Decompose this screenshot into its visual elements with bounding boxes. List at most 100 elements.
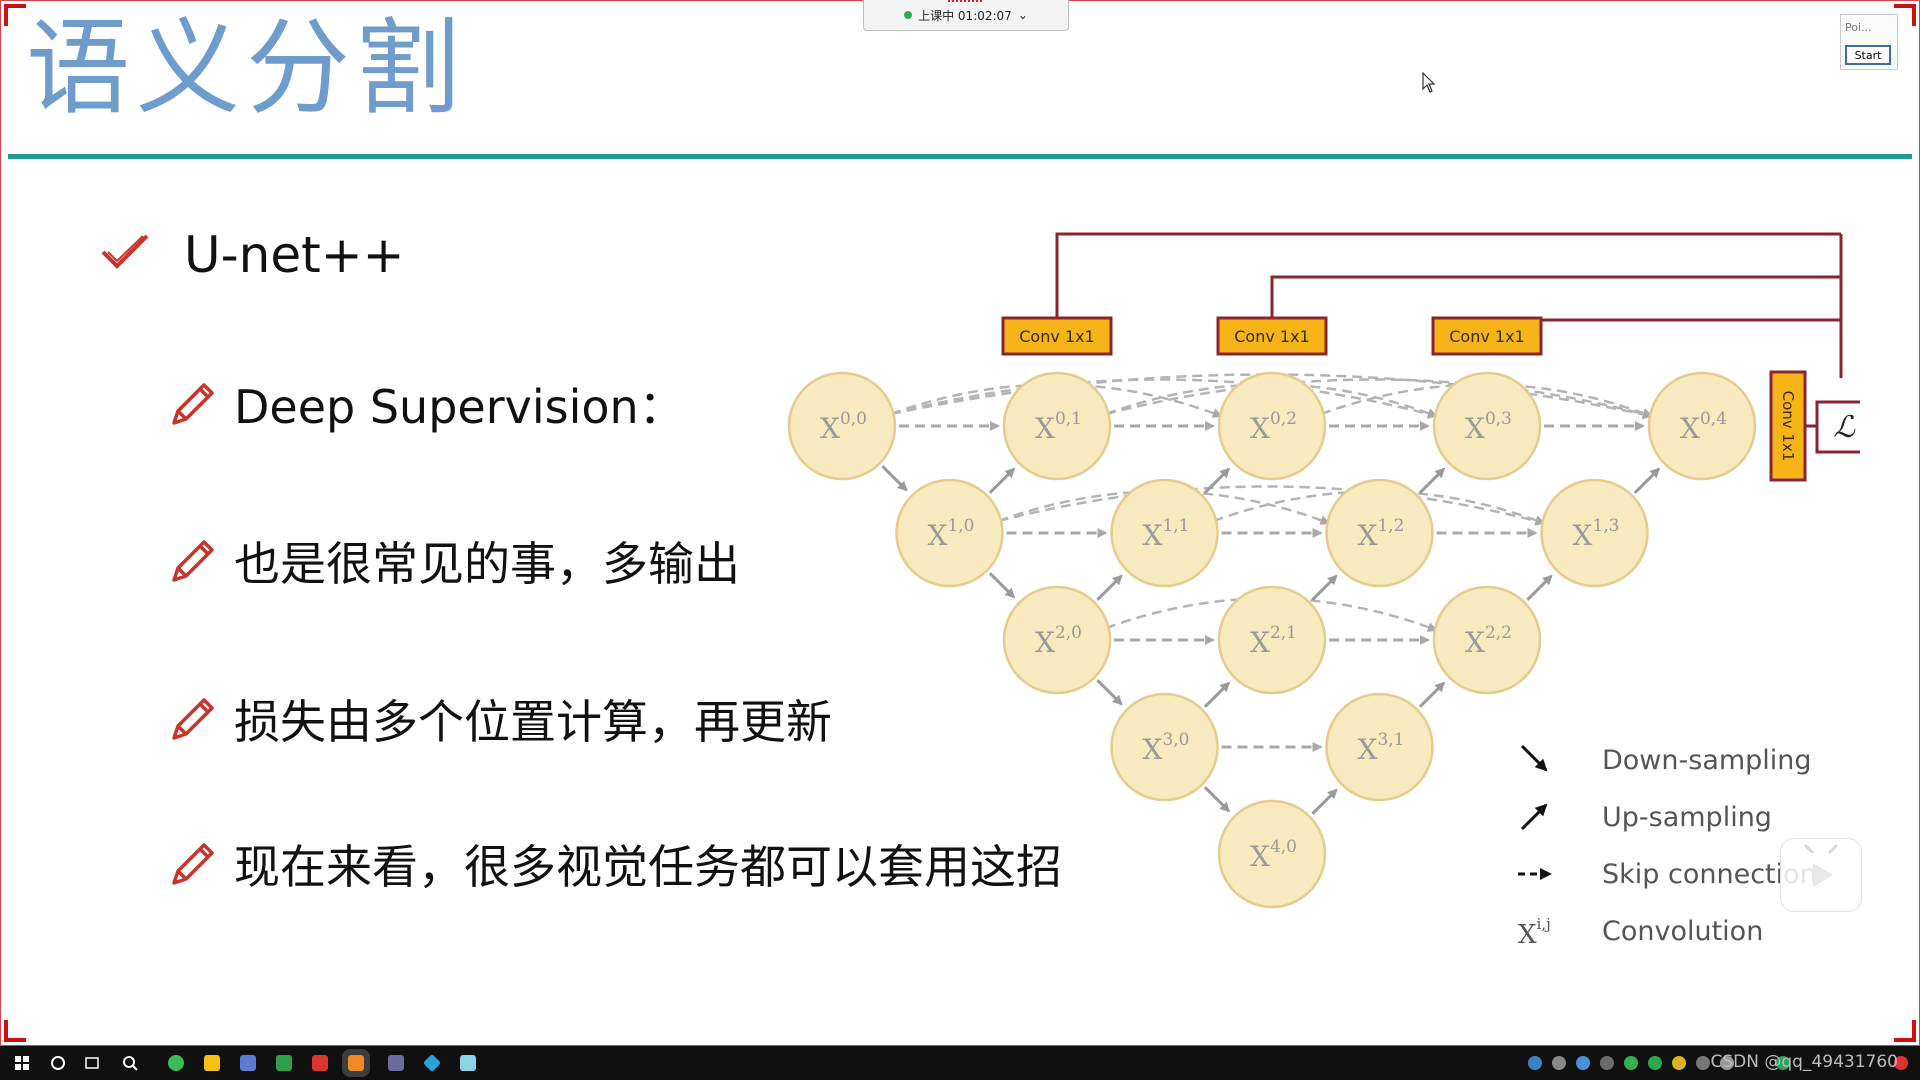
tray-icon[interactable] <box>1600 1056 1614 1070</box>
sampling-arrows <box>881 465 1661 815</box>
recording-indicator <box>948 0 982 2</box>
node-x2-0: X2,0 <box>1002 585 1112 695</box>
node-x0-1: X0,1 <box>1002 371 1112 481</box>
title-divider <box>8 154 1912 159</box>
convolution-symbol: Xi,j <box>1518 915 1551 950</box>
node-circle <box>1002 371 1112 481</box>
corner-marker <box>4 1020 26 1042</box>
zoom-search-icon[interactable] <box>122 1055 138 1071</box>
app-icon-blue[interactable] <box>240 1055 256 1071</box>
up-sampling-arrow <box>1418 681 1446 708</box>
dense-skip-arrow <box>1105 378 1653 419</box>
notification-icon[interactable] <box>1894 1056 1908 1070</box>
powerpoint-app-icon[interactable] <box>348 1055 364 1071</box>
node-x0-4: X0,4 <box>1647 371 1757 481</box>
app-icon-purple[interactable] <box>388 1055 404 1071</box>
up-arrow-icon <box>1520 803 1548 831</box>
app-icon-image[interactable] <box>460 1055 476 1071</box>
down-arrow-icon <box>1520 744 1548 772</box>
node-x1-2: X1,2 <box>1325 478 1434 588</box>
corner-marker <box>1894 4 1916 26</box>
taskbar <box>0 1046 1920 1080</box>
live-dot-icon <box>904 11 913 19</box>
supervision-line <box>1055 232 1841 318</box>
browser-app-icon[interactable] <box>168 1055 184 1071</box>
class-status-text: 上课中 01:02:07 <box>918 8 1012 23</box>
play-overlay-button[interactable] <box>1780 838 1862 912</box>
task-view-icon[interactable] <box>84 1055 100 1071</box>
node-label: X2,0 <box>1035 623 1082 659</box>
app-icon-diamond[interactable] <box>422 1053 442 1073</box>
node-x1-1: X1,1 <box>1110 478 1219 588</box>
bullet-text: 损失由多个位置计算，再更新 <box>234 695 832 749</box>
tray-icon[interactable] <box>1624 1056 1638 1070</box>
down-sampling-arrow <box>988 572 1016 599</box>
node-x2-1: X2,1 <box>1217 585 1327 695</box>
volume-icon[interactable] <box>1720 1056 1734 1070</box>
node-circle <box>1217 585 1327 695</box>
conv-1x1-box: Conv 1x1 <box>1431 316 1543 356</box>
start-button[interactable]: Start <box>1845 45 1891 65</box>
search-circle-icon[interactable] <box>50 1055 66 1071</box>
conv-box-rect <box>1431 316 1543 356</box>
conv-1x1-box: Conv 1x1 <box>1216 316 1328 356</box>
node-x2-2: X2,2 <box>1432 585 1542 695</box>
up-sampling-arrow <box>1311 788 1338 815</box>
node-x0-0: X0,0 <box>787 371 897 481</box>
conv-1x1-box: Conv 1x1 <box>1001 316 1113 356</box>
windows-start-icon[interactable] <box>14 1055 30 1071</box>
loss-box: ℒ <box>1815 400 1860 454</box>
app-icon-green[interactable] <box>276 1055 292 1071</box>
class-status-pill[interactable]: 上课中 01:02:07 ⌄ <box>863 0 1069 31</box>
mouse-cursor-icon <box>1422 72 1436 93</box>
bullet-item: 也是很常见的事，多输出 <box>168 528 740 594</box>
node-x4-0: X4,0 <box>1217 799 1327 909</box>
pencil-icon <box>172 383 214 425</box>
bullet-text: 也是很常见的事，多输出 <box>234 537 740 591</box>
tray-icon[interactable] <box>1528 1056 1542 1070</box>
app-icon-red[interactable] <box>312 1055 328 1071</box>
tray-icon[interactable] <box>1648 1056 1662 1070</box>
node-circle <box>1647 371 1757 481</box>
tray-shield-icon[interactable] <box>1576 1056 1590 1070</box>
section-heading: U-net++ <box>184 226 405 284</box>
node-x1-0: X1,0 <box>895 478 1004 588</box>
file-explorer-icon[interactable] <box>204 1055 220 1071</box>
up-sampling-arrow <box>1633 467 1661 494</box>
chevron-down-icon[interactable]: ⌄ <box>1017 8 1028 22</box>
tray-icon[interactable] <box>1552 1056 1566 1070</box>
up-sampling-arrow <box>1096 574 1123 601</box>
tray-icon[interactable] <box>1672 1056 1686 1070</box>
bullet-text: 现在来看，很多视觉任务都可以套用这招 <box>234 840 1062 894</box>
watermark: CSDN @qq_49431760 <box>1710 1052 1898 1072</box>
node-x3-1: X3,1 <box>1325 692 1434 802</box>
loss-symbol: ℒ <box>1833 410 1856 445</box>
up-sampling-arrow <box>988 467 1016 494</box>
down-sampling-arrow <box>1203 786 1231 813</box>
dense-skip-arrow <box>998 485 1546 526</box>
legend-label: Convolution <box>1602 916 1763 947</box>
play-icon <box>1803 843 1839 887</box>
node-circle <box>1217 799 1327 909</box>
conv-box-rect <box>1216 316 1328 356</box>
bullet-text: Deep Supervision： <box>234 380 685 434</box>
tray-icon[interactable] <box>1776 1056 1790 1070</box>
node-circle <box>1110 692 1219 802</box>
legend-item-skip: Skip connection <box>1518 859 1817 890</box>
conv-box-label: Conv 1x1 <box>1234 327 1309 346</box>
legend-label: Up-sampling <box>1602 802 1772 833</box>
pencil-icon <box>172 843 214 885</box>
conv-box-rect <box>1769 370 1807 482</box>
node-x1-3: X1,3 <box>1540 478 1649 588</box>
node-circle <box>1217 371 1327 481</box>
pointer-label: Poi... <box>1845 21 1872 34</box>
up-sampling-arrow <box>1311 574 1338 601</box>
node-circle <box>787 371 897 481</box>
network-icon[interactable] <box>1696 1056 1710 1070</box>
node-circle <box>1432 371 1542 481</box>
bullet-item: 损失由多个位置计算，再更新 <box>168 686 832 752</box>
node-circle <box>1432 585 1542 695</box>
legend-item-conv: Xi,j Convolution <box>1518 915 1763 950</box>
node-x0-2: X0,2 <box>1217 371 1327 481</box>
